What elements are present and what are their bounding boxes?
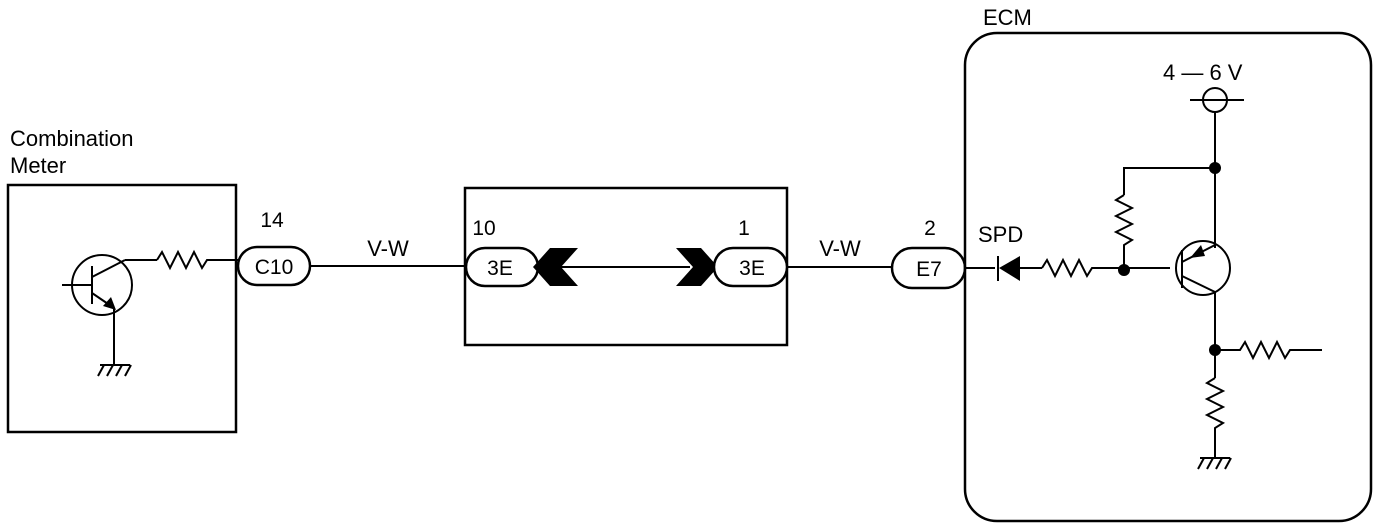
- chevron-right-icon: [676, 248, 718, 286]
- ecm-signal-name: SPD: [978, 222, 1023, 247]
- series-resistor-icon: [1041, 257, 1170, 279]
- connector-3e-right-code: 3E: [739, 257, 765, 280]
- diode-icon: [997, 256, 1020, 281]
- output-resistor-icon: [1215, 339, 1322, 361]
- connector-3e-left-pin: 10: [472, 217, 495, 240]
- meter-ground-icon: [97, 364, 132, 377]
- combination-meter-box: [6, 183, 238, 434]
- ecm-ground-icon: [1197, 457, 1232, 470]
- junction-node-icon: [1118, 264, 1130, 276]
- junction-connector-3e: 10 3E 1 3E: [463, 186, 789, 347]
- combination-meter: Combination Meter: [6, 126, 238, 434]
- connector-c10: 14 C10: [236, 209, 312, 287]
- ecm-supply-voltage: 4 — 6 V: [1163, 60, 1243, 85]
- voltage-supply-icon: [1190, 87, 1244, 113]
- pulldown-resistor-icon: [1204, 377, 1226, 458]
- connector-c10-code: C10: [255, 256, 294, 279]
- wire-v-w-left-label: V-W: [367, 236, 409, 261]
- wire-v-w-right-label: V-W: [819, 236, 861, 261]
- combination-meter-label-line1: Combination: [10, 126, 134, 151]
- ecm-transistor-icon: [1175, 240, 1231, 296]
- meter-transistor-icon: [62, 254, 133, 316]
- connector-e7: 2 E7: [890, 217, 967, 290]
- chevron-left-icon: [533, 248, 578, 286]
- connector-e7-pin: 2: [924, 217, 936, 240]
- ecm: ECM 4 — 6 V SPD: [963, 5, 1373, 523]
- combination-meter-label-line2: Meter: [10, 153, 66, 178]
- meter-resistor-icon: [156, 249, 238, 271]
- connector-c10-pin: 14: [260, 209, 284, 232]
- connector-e7-code: E7: [916, 258, 942, 281]
- connector-3e-right-pin: 1: [738, 217, 750, 240]
- ecm-label: ECM: [983, 5, 1032, 30]
- connector-3e-left-code: 3E: [487, 257, 513, 280]
- bias-resistor-icon: [1113, 194, 1135, 270]
- ecm-box: [963, 31, 1373, 523]
